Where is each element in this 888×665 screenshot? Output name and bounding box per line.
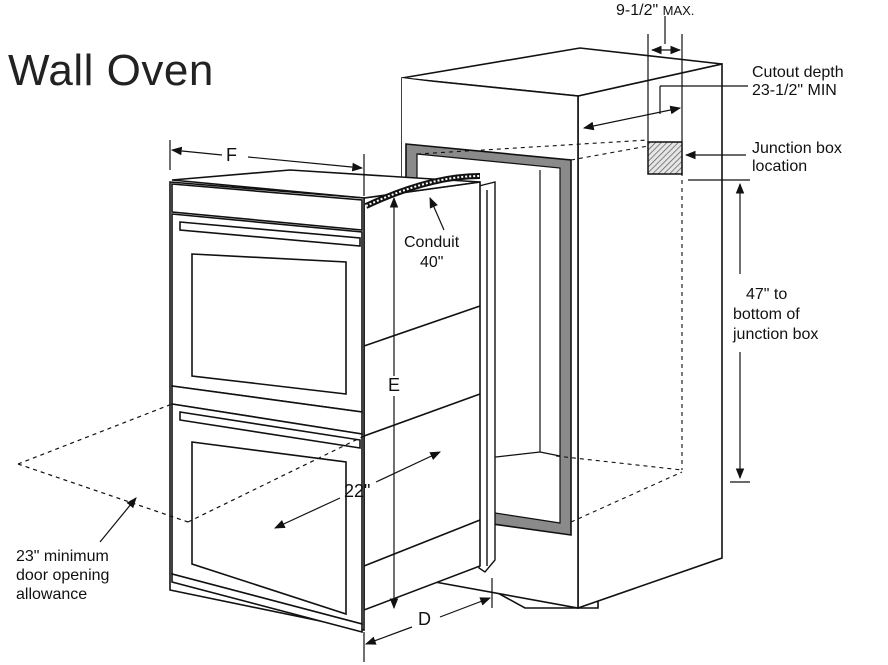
conduit-line1: Conduit xyxy=(404,234,460,251)
dimension-22: 22" xyxy=(344,481,371,501)
hidden-lines xyxy=(416,139,683,523)
dimension-e: E xyxy=(388,375,401,395)
trim-kit xyxy=(478,181,496,573)
conduit-line2: 40" xyxy=(420,254,444,271)
door-allowance-line1: 23" minimum xyxy=(16,548,109,565)
height-line3: junction box xyxy=(733,326,819,343)
max-depth-suffix: MAX. xyxy=(662,3,695,18)
dimension-f: F xyxy=(226,145,237,165)
cutout-depth-line1: Cutout depth xyxy=(752,64,844,81)
cutout-depth-line2: 23-1/2" MIN xyxy=(752,82,837,99)
junction-box-line2: location xyxy=(752,158,808,175)
dimension-d: D xyxy=(418,609,431,629)
max-depth-label: 9-1/2" MAX. xyxy=(616,2,694,20)
height-line1: 47" to xyxy=(746,286,788,303)
max-depth-value: 9-1/2" xyxy=(616,2,659,19)
height-line2: bottom of xyxy=(733,306,800,323)
junction-box-line1: Junction box xyxy=(752,140,842,157)
oven xyxy=(169,169,481,634)
door-allowance-line3: allowance xyxy=(16,586,88,603)
junction-box xyxy=(647,141,683,175)
door-allowance-line2: door opening xyxy=(16,567,110,584)
diagram-title: Wall Oven xyxy=(8,46,214,95)
